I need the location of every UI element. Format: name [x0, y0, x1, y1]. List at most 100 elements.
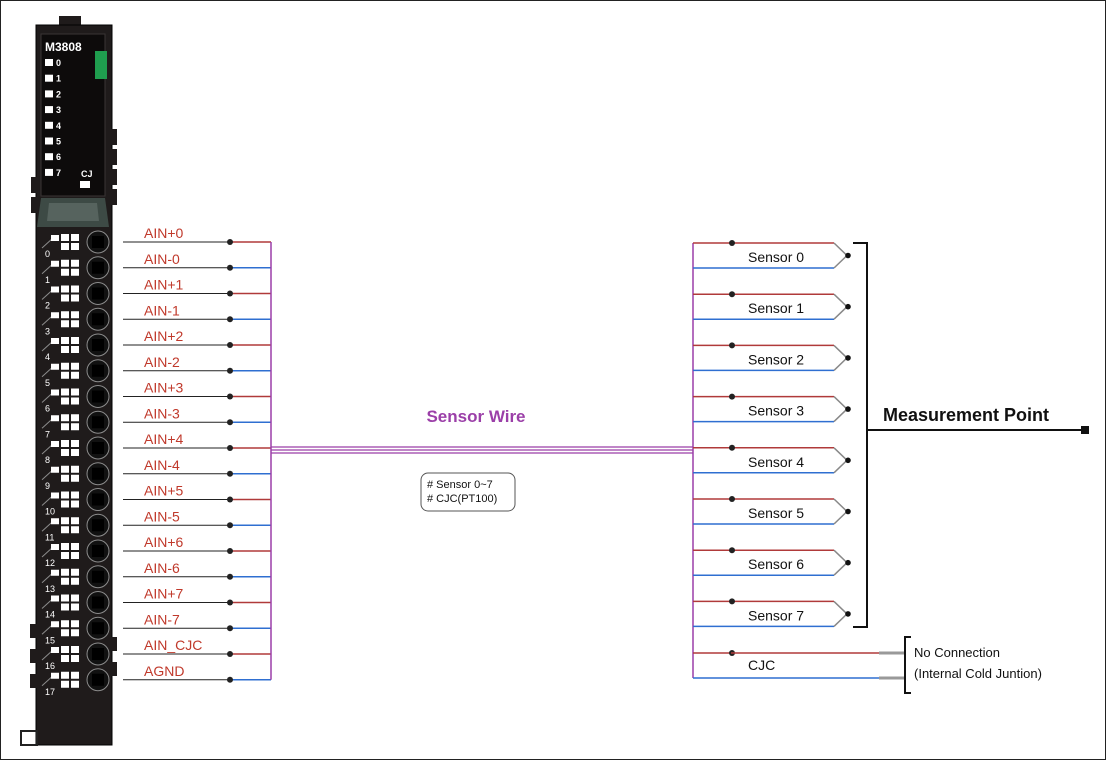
- terminal: 4: [41, 333, 110, 362]
- terminal: 10: [41, 488, 110, 517]
- sensor: Sensor 4: [741, 447, 851, 474]
- channel-led-label: 3: [56, 105, 61, 115]
- wire-node: [227, 470, 233, 477]
- pin-label: AIN_CJC: [144, 637, 202, 653]
- terminal-number: 17: [45, 687, 55, 697]
- wire-node: [227, 625, 233, 632]
- pin-label: AGND: [144, 663, 184, 679]
- sensor: Sensor 2: [741, 344, 851, 371]
- channel-led: [45, 153, 53, 161]
- channel-led: [45, 59, 53, 66]
- cj-led: [80, 181, 90, 188]
- thermocouple-junction: [833, 549, 849, 576]
- terminal: 1: [41, 256, 110, 285]
- terminal-number: 10: [45, 507, 55, 517]
- pin-label: AIN-1: [144, 302, 180, 318]
- wire-node: [227, 522, 233, 529]
- terminal-number: 14: [45, 610, 55, 620]
- terminal: 17: [41, 668, 110, 697]
- status-led: [95, 51, 107, 79]
- pin-label: AIN+1: [144, 277, 184, 293]
- wire-node: [227, 445, 233, 451]
- wire-node: [729, 393, 735, 400]
- channel-led-label: 6: [56, 152, 61, 162]
- channel-led-label: 2: [56, 89, 61, 99]
- pin-label: AIN-3: [144, 405, 180, 421]
- junction-point: [845, 611, 851, 617]
- sensor-label: Sensor 1: [748, 300, 804, 316]
- channel-led: [45, 168, 53, 176]
- wire-node: [227, 290, 233, 297]
- wire-node: [227, 342, 233, 348]
- wire-node: [227, 548, 233, 554]
- cjc-connection: [731, 636, 911, 694]
- sensor-label: Sensor 3: [748, 403, 804, 419]
- sensor: Sensor 1: [741, 293, 851, 320]
- junction-point: [845, 406, 851, 412]
- terminal-number: 15: [45, 635, 55, 645]
- wire-node: [729, 547, 735, 554]
- wire-node: [227, 676, 233, 683]
- pin-label: AIN+7: [144, 586, 184, 602]
- terminal-number: 2: [45, 301, 50, 311]
- pin-label: AIN-7: [144, 611, 180, 627]
- wire-node: [227, 573, 233, 580]
- sensor: Sensor 3: [741, 396, 851, 423]
- wire-node: [227, 316, 233, 323]
- wire-node: [227, 599, 233, 606]
- cjc-note-line1: No Connection: [914, 645, 1000, 660]
- thermocouple-junction: [833, 498, 849, 525]
- terminal: 13: [41, 565, 110, 594]
- channel-led-label: 4: [56, 121, 61, 131]
- terminal: 6: [41, 385, 110, 414]
- thermocouple-junction: [833, 293, 849, 320]
- module-wires: AIN+0AIN-0AIN+1AIN-1AIN+2AIN-2AIN+3AIN-3…: [123, 225, 272, 683]
- terminal-number: 4: [45, 352, 50, 362]
- sensor-label: Sensor 2: [748, 351, 804, 367]
- cjc-label: CJC: [748, 657, 775, 673]
- terminal: 12: [41, 539, 110, 568]
- channel-led-label: 7: [56, 168, 61, 178]
- pin-label: AIN+3: [144, 380, 184, 396]
- sensor-label: Sensor 7: [748, 607, 804, 623]
- terminal-number: 9: [45, 481, 50, 491]
- thermocouple-junction: [833, 242, 849, 269]
- wire-node: [729, 291, 735, 298]
- pin-label: AIN+4: [144, 431, 184, 447]
- sensor-group: Sensor 0 Sensor 1 Sensor 2 Sensor 3 Sensor 4…: [741, 242, 851, 627]
- terminal-number: 8: [45, 455, 50, 465]
- sensor: Sensor 6: [741, 549, 851, 576]
- terminal: 14: [41, 591, 110, 620]
- sensor: Sensor 0: [741, 242, 851, 269]
- sensor-wire-bundle: [271, 446, 693, 454]
- wire-node: [227, 393, 233, 400]
- wire-node: [729, 240, 735, 246]
- cjc-note-line2: (Internal Cold Juntion): [914, 666, 1042, 681]
- thermocouple-junction: [833, 600, 849, 627]
- measurement-point-label: Measurement Point: [883, 405, 1049, 425]
- sensor-label: Sensor 4: [748, 454, 804, 470]
- cable-note-sensors: # Sensor 0~7: [427, 479, 493, 491]
- wire-node: [227, 651, 233, 657]
- pin-label: AIN+5: [144, 483, 184, 499]
- channel-led-label: 0: [56, 58, 61, 68]
- cj-led-label: CJ: [81, 169, 93, 179]
- thermocouple-junction: [833, 447, 849, 474]
- terminal: 2: [41, 282, 110, 311]
- terminal: 16: [41, 642, 110, 671]
- terminal: 5: [41, 359, 110, 388]
- channel-led-label: 5: [56, 137, 61, 147]
- wire-node: [729, 598, 735, 605]
- terminal: 9: [41, 462, 110, 491]
- junction-point: [845, 457, 851, 464]
- junction-point: [845, 355, 851, 361]
- channel-led: [45, 137, 53, 145]
- channel-led: [45, 74, 53, 82]
- channel-led: [45, 90, 53, 98]
- pin-label: AIN+0: [144, 225, 184, 241]
- sensor-label: Sensor 5: [748, 505, 804, 521]
- terminal-number: 3: [45, 326, 50, 336]
- pin-label: AIN-4: [144, 457, 180, 473]
- junction-point: [845, 508, 851, 515]
